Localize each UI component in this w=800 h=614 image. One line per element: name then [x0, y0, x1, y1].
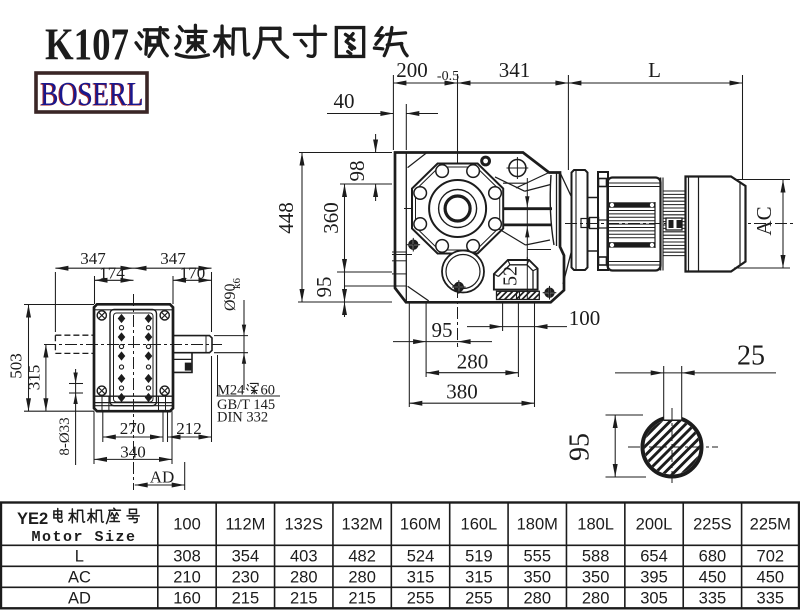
svg-text:112M: 112M [225, 516, 265, 534]
svg-text:380: 380 [446, 380, 478, 404]
svg-text:BOSERL: BOSERL [40, 77, 143, 114]
svg-text:-0.5: -0.5 [437, 69, 459, 84]
svg-text:210: 210 [173, 569, 201, 587]
svg-text:AD: AD [150, 467, 175, 486]
svg-text:225S: 225S [693, 516, 732, 534]
svg-text:503: 503 [7, 353, 26, 379]
svg-text:L: L [648, 58, 661, 82]
svg-text:315: 315 [25, 365, 44, 391]
svg-text:255: 255 [407, 590, 435, 608]
svg-text:347: 347 [80, 249, 106, 268]
svg-text:k6: k6 [231, 278, 243, 290]
svg-text:280: 280 [524, 590, 552, 608]
svg-text:360: 360 [319, 202, 343, 234]
svg-text:354: 354 [232, 548, 260, 566]
svg-text:25: 25 [737, 341, 765, 372]
svg-text:180M: 180M [517, 516, 558, 534]
svg-text:8-Ø33: 8-Ø33 [57, 417, 73, 455]
svg-text:100: 100 [569, 306, 601, 330]
svg-text:702: 702 [757, 548, 785, 566]
svg-text:170: 170 [180, 263, 206, 282]
svg-text:AC: AC [68, 569, 91, 587]
svg-text:100: 100 [173, 516, 201, 534]
svg-text:654: 654 [640, 548, 668, 566]
svg-text:335: 335 [699, 590, 727, 608]
svg-text:160L: 160L [461, 516, 498, 534]
svg-text:335: 335 [757, 590, 785, 608]
svg-text:215: 215 [348, 590, 376, 608]
svg-text:160M: 160M [400, 516, 441, 534]
svg-text:482: 482 [348, 548, 376, 566]
svg-text:K107: K107 [45, 20, 129, 70]
svg-text:340: 340 [120, 442, 146, 461]
svg-text:L: L [75, 548, 84, 566]
svg-text:280: 280 [290, 569, 318, 587]
svg-text:555: 555 [524, 548, 552, 566]
svg-text:132S: 132S [284, 516, 323, 534]
svg-text:132M: 132M [341, 516, 382, 534]
svg-text:588: 588 [582, 548, 610, 566]
svg-text:450: 450 [699, 569, 727, 587]
svg-text:350: 350 [524, 569, 552, 587]
svg-text:YE2: YE2 [17, 510, 48, 528]
svg-text:450: 450 [757, 569, 785, 587]
svg-text:174: 174 [99, 263, 125, 282]
svg-text:680: 680 [699, 548, 727, 566]
svg-text:95: 95 [312, 277, 336, 298]
svg-text:AC: AC [752, 206, 776, 235]
svg-text:230: 230 [232, 569, 260, 587]
svg-text:52: 52 [500, 266, 522, 286]
svg-text:AD: AD [68, 590, 91, 608]
svg-text:524: 524 [407, 548, 435, 566]
svg-text:280: 280 [348, 569, 376, 587]
svg-text:255: 255 [465, 590, 493, 608]
svg-text:60: 60 [261, 382, 276, 398]
svg-text:95: 95 [432, 318, 453, 342]
svg-text:315: 315 [407, 569, 435, 587]
svg-text:280: 280 [457, 350, 489, 374]
svg-text:225M: 225M [750, 516, 791, 534]
svg-text:215: 215 [290, 590, 318, 608]
svg-text:200: 200 [396, 58, 428, 82]
svg-text:180L: 180L [577, 516, 614, 534]
svg-text:98: 98 [345, 161, 369, 182]
svg-text:Motor Size: Motor Size [31, 529, 136, 546]
svg-text:347: 347 [160, 249, 186, 268]
svg-text:448: 448 [274, 202, 298, 234]
svg-text:395: 395 [640, 569, 668, 587]
svg-text:M24: M24 [217, 382, 245, 398]
svg-text:350: 350 [582, 569, 610, 587]
svg-text:215: 215 [232, 590, 260, 608]
svg-text:305: 305 [640, 590, 668, 608]
svg-text:308: 308 [173, 548, 201, 566]
svg-text:BOSERL: BOSERL [41, 76, 144, 113]
svg-text:212: 212 [176, 419, 202, 438]
svg-text:270: 270 [120, 419, 146, 438]
svg-text:Ø90: Ø90 [222, 283, 239, 311]
svg-text:160: 160 [173, 590, 201, 608]
svg-text:403: 403 [290, 548, 318, 566]
svg-text:GB/T 145: GB/T 145 [217, 397, 275, 413]
svg-text:280: 280 [582, 590, 610, 608]
svg-text:341: 341 [499, 58, 531, 82]
svg-text:200L: 200L [636, 516, 673, 534]
svg-text:315: 315 [465, 569, 493, 587]
svg-text:DIN 332: DIN 332 [217, 410, 268, 426]
svg-text:40: 40 [334, 89, 355, 113]
svg-text:95: 95 [565, 433, 596, 461]
svg-text:519: 519 [465, 548, 493, 566]
